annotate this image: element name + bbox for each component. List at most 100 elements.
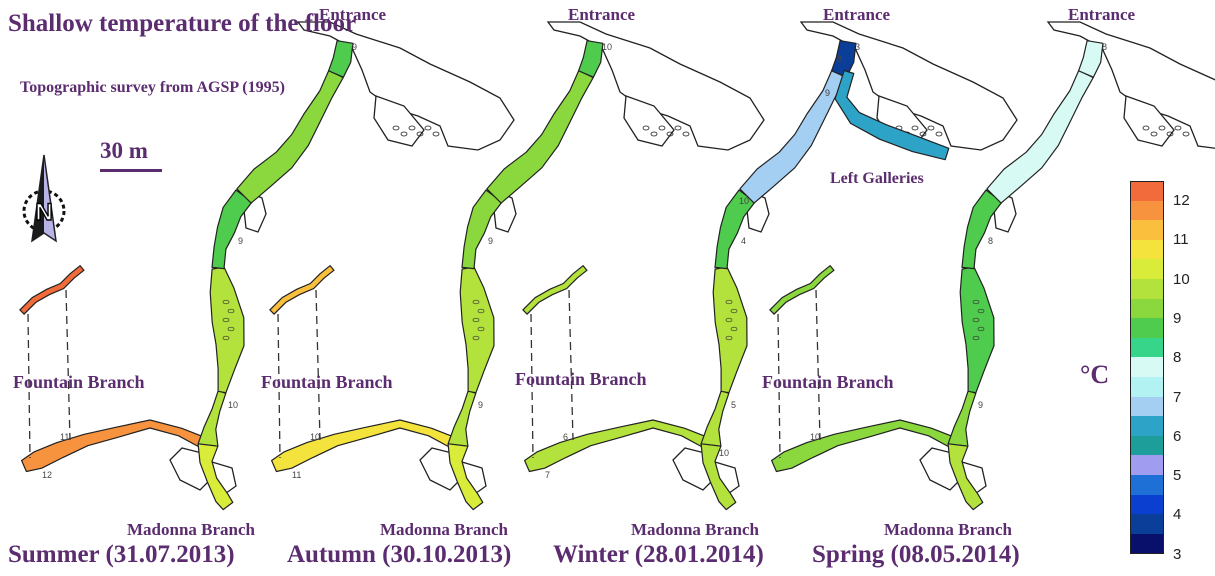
pillar-outline: [432, 131, 440, 137]
gallery-segment-lower: [197, 390, 227, 447]
isotherm-label: 10: [739, 196, 749, 206]
legend-swatch: [1130, 259, 1164, 280]
madonna-label-autumn: Madonna Branch: [380, 520, 508, 539]
floor-detail: [477, 308, 485, 314]
legend-swatch: [1130, 200, 1164, 221]
side-gallery-outline: [623, 95, 675, 147]
pillar-outline: [1166, 131, 1174, 137]
isotherm-label: 8: [837, 54, 842, 64]
pillar-outline: [658, 125, 666, 131]
isotherm-label: 10: [719, 448, 729, 458]
legend-swatch: [1130, 435, 1164, 456]
pillar-outline: [1174, 125, 1182, 131]
connector-line: [530, 313, 534, 459]
pillar-outline: [650, 131, 658, 137]
isotherm-label: 4: [741, 236, 746, 246]
floor-detail: [730, 308, 738, 314]
fountain-label-winter: Fountain Branch: [515, 369, 647, 389]
connector-line: [65, 289, 71, 441]
pillar-outline: [400, 131, 408, 137]
legend-swatch: [1130, 416, 1164, 437]
isotherm-label: 9: [825, 88, 830, 98]
entrance-label-autumn: Entrance: [568, 5, 636, 24]
legend-swatch: [1130, 533, 1164, 554]
legend-tick: 7: [1173, 388, 1182, 406]
floor-detail: [222, 335, 230, 341]
scale-label: 30 m: [100, 138, 148, 163]
legend-tick: 9: [1173, 309, 1182, 327]
map-title: Shallow temperature of the floor: [8, 10, 357, 37]
connector-line: [568, 289, 574, 441]
gallery-segment-lower: [700, 390, 730, 447]
isotherm-label: 12: [42, 470, 52, 480]
left-galleries-label: Left Galleries: [830, 170, 924, 187]
floor-detail: [227, 326, 235, 332]
gallery-segment-madonna: [947, 443, 984, 511]
connector-line: [815, 289, 821, 441]
entrance-label-winter: Entrance: [823, 5, 891, 24]
gallery-segment-entrance: [578, 40, 604, 78]
legend-tick: 11: [1173, 231, 1189, 249]
gallery-segment-lower: [947, 390, 977, 447]
pillar-outline: [1150, 131, 1158, 137]
floor-detail: [972, 335, 980, 341]
season-spring: Spring (08.05.2014): [812, 541, 1020, 568]
gallery-segment-left-galleries: [834, 69, 950, 161]
legend-tick: 8: [1173, 349, 1182, 367]
side-gallery-outline: [296, 21, 515, 151]
pillar-outline: [919, 131, 927, 137]
isotherm-label: 11: [292, 470, 301, 480]
legend-unit: °C: [1080, 360, 1110, 389]
isotherm-label: 9: [478, 400, 483, 410]
isotherm-label: 10: [810, 432, 820, 442]
gallery-segment-fountain: [771, 419, 962, 473]
cave-map-spring: 8 8 9 10: [769, 21, 1215, 511]
isotherm-label: 9: [352, 42, 357, 52]
madonna-label-spring: Madonna Branch: [884, 520, 1012, 539]
floor-detail: [472, 317, 480, 323]
pillar-outline: [408, 125, 416, 131]
gallery-segment-fountain: [21, 419, 212, 473]
entrance-label-summer: Entrance: [319, 5, 387, 24]
cave-map-summer: 9 9 10 11 12: [19, 21, 515, 511]
legend-swatch: [1130, 455, 1164, 476]
isotherm-label: 5: [731, 400, 736, 410]
gallery-segment-main: [959, 266, 995, 394]
pillar-outline: [642, 125, 650, 131]
season-winter: Winter (28.01.2014): [553, 541, 764, 568]
isotherm-label: 10: [310, 432, 320, 442]
isotherm-label: 8: [1102, 42, 1107, 52]
isotherm-label: 9: [238, 236, 243, 246]
season-summer: Summer (31.07.2013): [8, 541, 235, 568]
madonna-label-winter: Madonna Branch: [631, 520, 759, 539]
pillar-outline: [1182, 131, 1190, 137]
fountain-label-spring: Fountain Branch: [762, 372, 894, 392]
fountain-branch-inset: [769, 264, 835, 315]
pillar-outline: [392, 125, 400, 131]
legend-swatch: [1130, 514, 1164, 535]
floor-detail: [222, 299, 230, 305]
gallery-segment-mid: [211, 189, 253, 270]
gallery-segment-lower: [447, 390, 477, 447]
side-gallery-outline: [799, 21, 1018, 151]
floor-detail: [477, 326, 485, 332]
gallery-segment-main: [209, 266, 245, 394]
pillar-outline: [935, 131, 943, 137]
fountain-branch-inset: [269, 264, 335, 315]
isotherm-label: 9: [488, 236, 493, 246]
legend-swatch: [1130, 357, 1164, 378]
floor-detail: [972, 317, 980, 323]
isotherm-label: 10: [602, 42, 612, 52]
connector-line: [315, 289, 321, 441]
pillar-outline: [682, 131, 690, 137]
pillar-outline: [416, 131, 424, 137]
isotherm-label: 10: [228, 400, 238, 410]
pillar-outline: [927, 125, 935, 131]
north-arrow-icon: N: [22, 154, 66, 243]
isotherm-label: 9: [978, 400, 983, 410]
gallery-segment-upper: [739, 69, 847, 204]
gallery-segment-fountain: [271, 419, 462, 473]
